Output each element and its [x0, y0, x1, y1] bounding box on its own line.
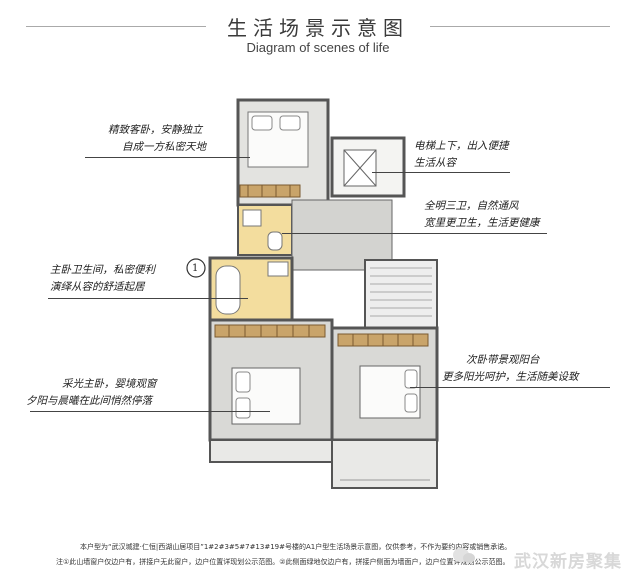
annotation-line: 精致客卧，安静独立	[108, 124, 203, 136]
leader-master-bedroom	[30, 411, 270, 412]
footnote-1: 本户型为“武汉城建·仁恒|西湖山居项目”1#2#3#5#7#13#19#号楼的A…	[80, 543, 512, 551]
annotation-line: 宽里更卫生，生活更健康	[424, 217, 540, 229]
annotation-elevator: 电梯上下，出入便捷 生活从容	[414, 138, 509, 172]
elevator-core	[330, 136, 406, 198]
footnote-2: 注①此山墙窗户仅边户有，拼接户无此窗户，边户位置详现划公示范图。②此侧面绿地仅边…	[56, 558, 510, 566]
annotation-line: 全明三卫，自然通风	[424, 200, 519, 212]
watermark: 武汉新房聚集	[514, 552, 622, 572]
leader-second-bedroom	[410, 387, 610, 388]
title-rule-left	[26, 26, 206, 27]
guest-bedroom	[236, 98, 330, 207]
annotation-line: 主卧卫生间，私密便利	[50, 264, 155, 276]
leader-master-bath	[48, 298, 248, 299]
annotation-line: 夕阳与晨曦在此间悄然停落	[26, 395, 152, 407]
master-bathroom	[208, 256, 294, 322]
annotation-master-bedroom: 采光主卧，婴境观窗 夕阳与晨曦在此间悄然停落	[26, 376, 157, 410]
annotation-line: 生活从容	[414, 157, 456, 169]
annotation-second-bedroom: 次卧带景观阳台 更多阳光呵护，生活随美设致	[442, 352, 579, 386]
diagram-title: 生活场景示意图	[227, 16, 409, 40]
public-bathroom	[237, 204, 293, 256]
wall-window-marker	[186, 258, 206, 278]
annotation-master-bath: 主卧卫生间，私密便利 演绎从容的舒适起居	[50, 262, 155, 296]
diagram-subtitle: Diagram of scenes of life	[246, 40, 390, 55]
annotation-line: 次卧带景观阳台	[466, 354, 540, 366]
annotation-public-bath: 全明三卫，自然通风 宽里更卫生，生活更健康	[424, 198, 540, 232]
master-bedroom	[208, 318, 334, 442]
second-bedroom	[330, 326, 439, 442]
leader-public-bath	[282, 233, 547, 234]
annotation-guest-bedroom: 精致客卧，安静独立 自成一方私密天地	[108, 122, 206, 156]
staircase	[364, 259, 438, 329]
annotation-line: 采光主卧，婴境观窗	[62, 378, 157, 390]
leader-elevator	[372, 172, 510, 173]
annotation-line: 演绎从容的舒适起居	[50, 281, 145, 293]
annotation-line: 电梯上下，出入便捷	[414, 140, 509, 152]
marker-label: 1	[192, 263, 199, 274]
annotation-line: 自成一方私密天地	[122, 141, 206, 153]
annotation-line: 更多阳光呵护，生活随美设致	[442, 371, 579, 383]
corridor	[291, 199, 393, 271]
balcony	[331, 439, 438, 489]
watermark-icon	[453, 548, 475, 563]
leader-guest-bedroom	[85, 157, 250, 158]
title-rule-right	[430, 26, 610, 27]
